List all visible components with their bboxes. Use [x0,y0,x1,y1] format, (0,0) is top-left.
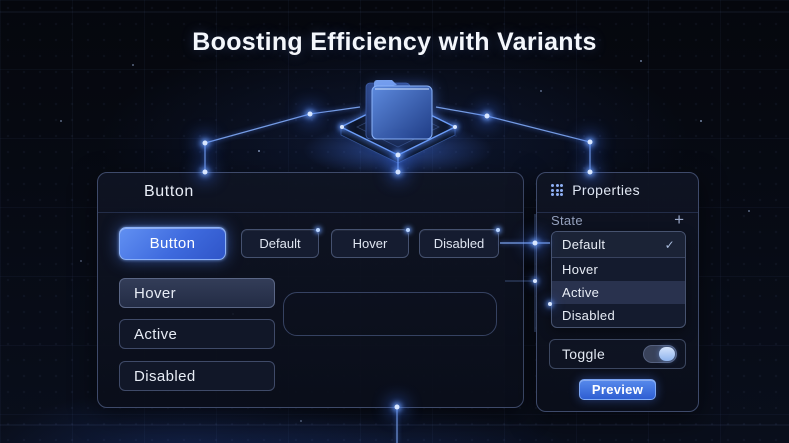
wire-right-branch [435,106,591,171]
state-button-hover[interactable]: Hover [119,278,275,308]
wire-left-branch [204,106,361,171]
component-panel-header: Button [98,173,523,213]
glow-node [484,113,490,119]
toggle-row: Toggle [549,339,686,369]
corner-glow-icon [406,228,410,232]
dropdown-option-active[interactable]: Active [552,281,685,304]
state-dropdown: Default ✓ Hover Active Disabled [551,231,686,328]
glow-node [340,125,344,129]
primary-button[interactable]: Button [119,227,226,260]
corner-glow-icon [316,228,320,232]
page-title: Boosting Efficiency with Variants [192,28,597,56]
preview-button[interactable]: Preview [579,379,656,400]
glow-node [453,125,457,129]
variant-button-disabled[interactable]: Disabled [419,228,500,258]
component-panel: Button Button Default Hover Disabled Hov… [97,172,524,408]
folder-tab-icon [374,80,397,88]
state-section-label: State [551,212,583,228]
variant-label: Hover [352,236,388,251]
corner-glow-icon [496,228,500,232]
glow-node [307,111,313,117]
glow-node [395,152,401,158]
check-icon: ✓ [664,237,675,252]
properties-title: Properties [572,182,640,198]
state-button-disabled[interactable]: Disabled [119,361,275,391]
variant-button-hover[interactable]: Hover [331,228,410,258]
properties-panel: Properties State + Default ✓ Hover Activ… [536,172,699,412]
variant-label: Default [259,236,301,251]
dropdown-option-disabled[interactable]: Disabled [562,308,615,323]
plus-icon[interactable]: + [674,210,684,229]
variant-button-default[interactable]: Default [241,228,320,258]
toggle-knob [659,347,675,361]
variant-label: Disabled [433,236,485,251]
platform-glow [303,122,493,178]
state-section-row: State + [551,209,684,231]
dropdown-option-hover[interactable]: Hover [562,262,599,277]
folder-back-icon [365,82,411,140]
dropdown-selected-label: Default [562,237,606,252]
state-button-active[interactable]: Active [119,319,275,349]
grid-dots-icon [551,183,564,197]
platform-diamond [339,98,457,156]
glow-node [587,139,593,145]
folder-icon [371,85,433,140]
dropdown-selected-default[interactable]: Default ✓ [552,232,685,258]
glow-node [202,140,208,146]
component-title: Button [144,183,194,200]
toggle-label: Toggle [562,346,606,362]
connector-wire-loop [283,292,497,336]
toggle-switch[interactable] [643,345,677,363]
properties-panel-header: Properties [537,173,698,213]
